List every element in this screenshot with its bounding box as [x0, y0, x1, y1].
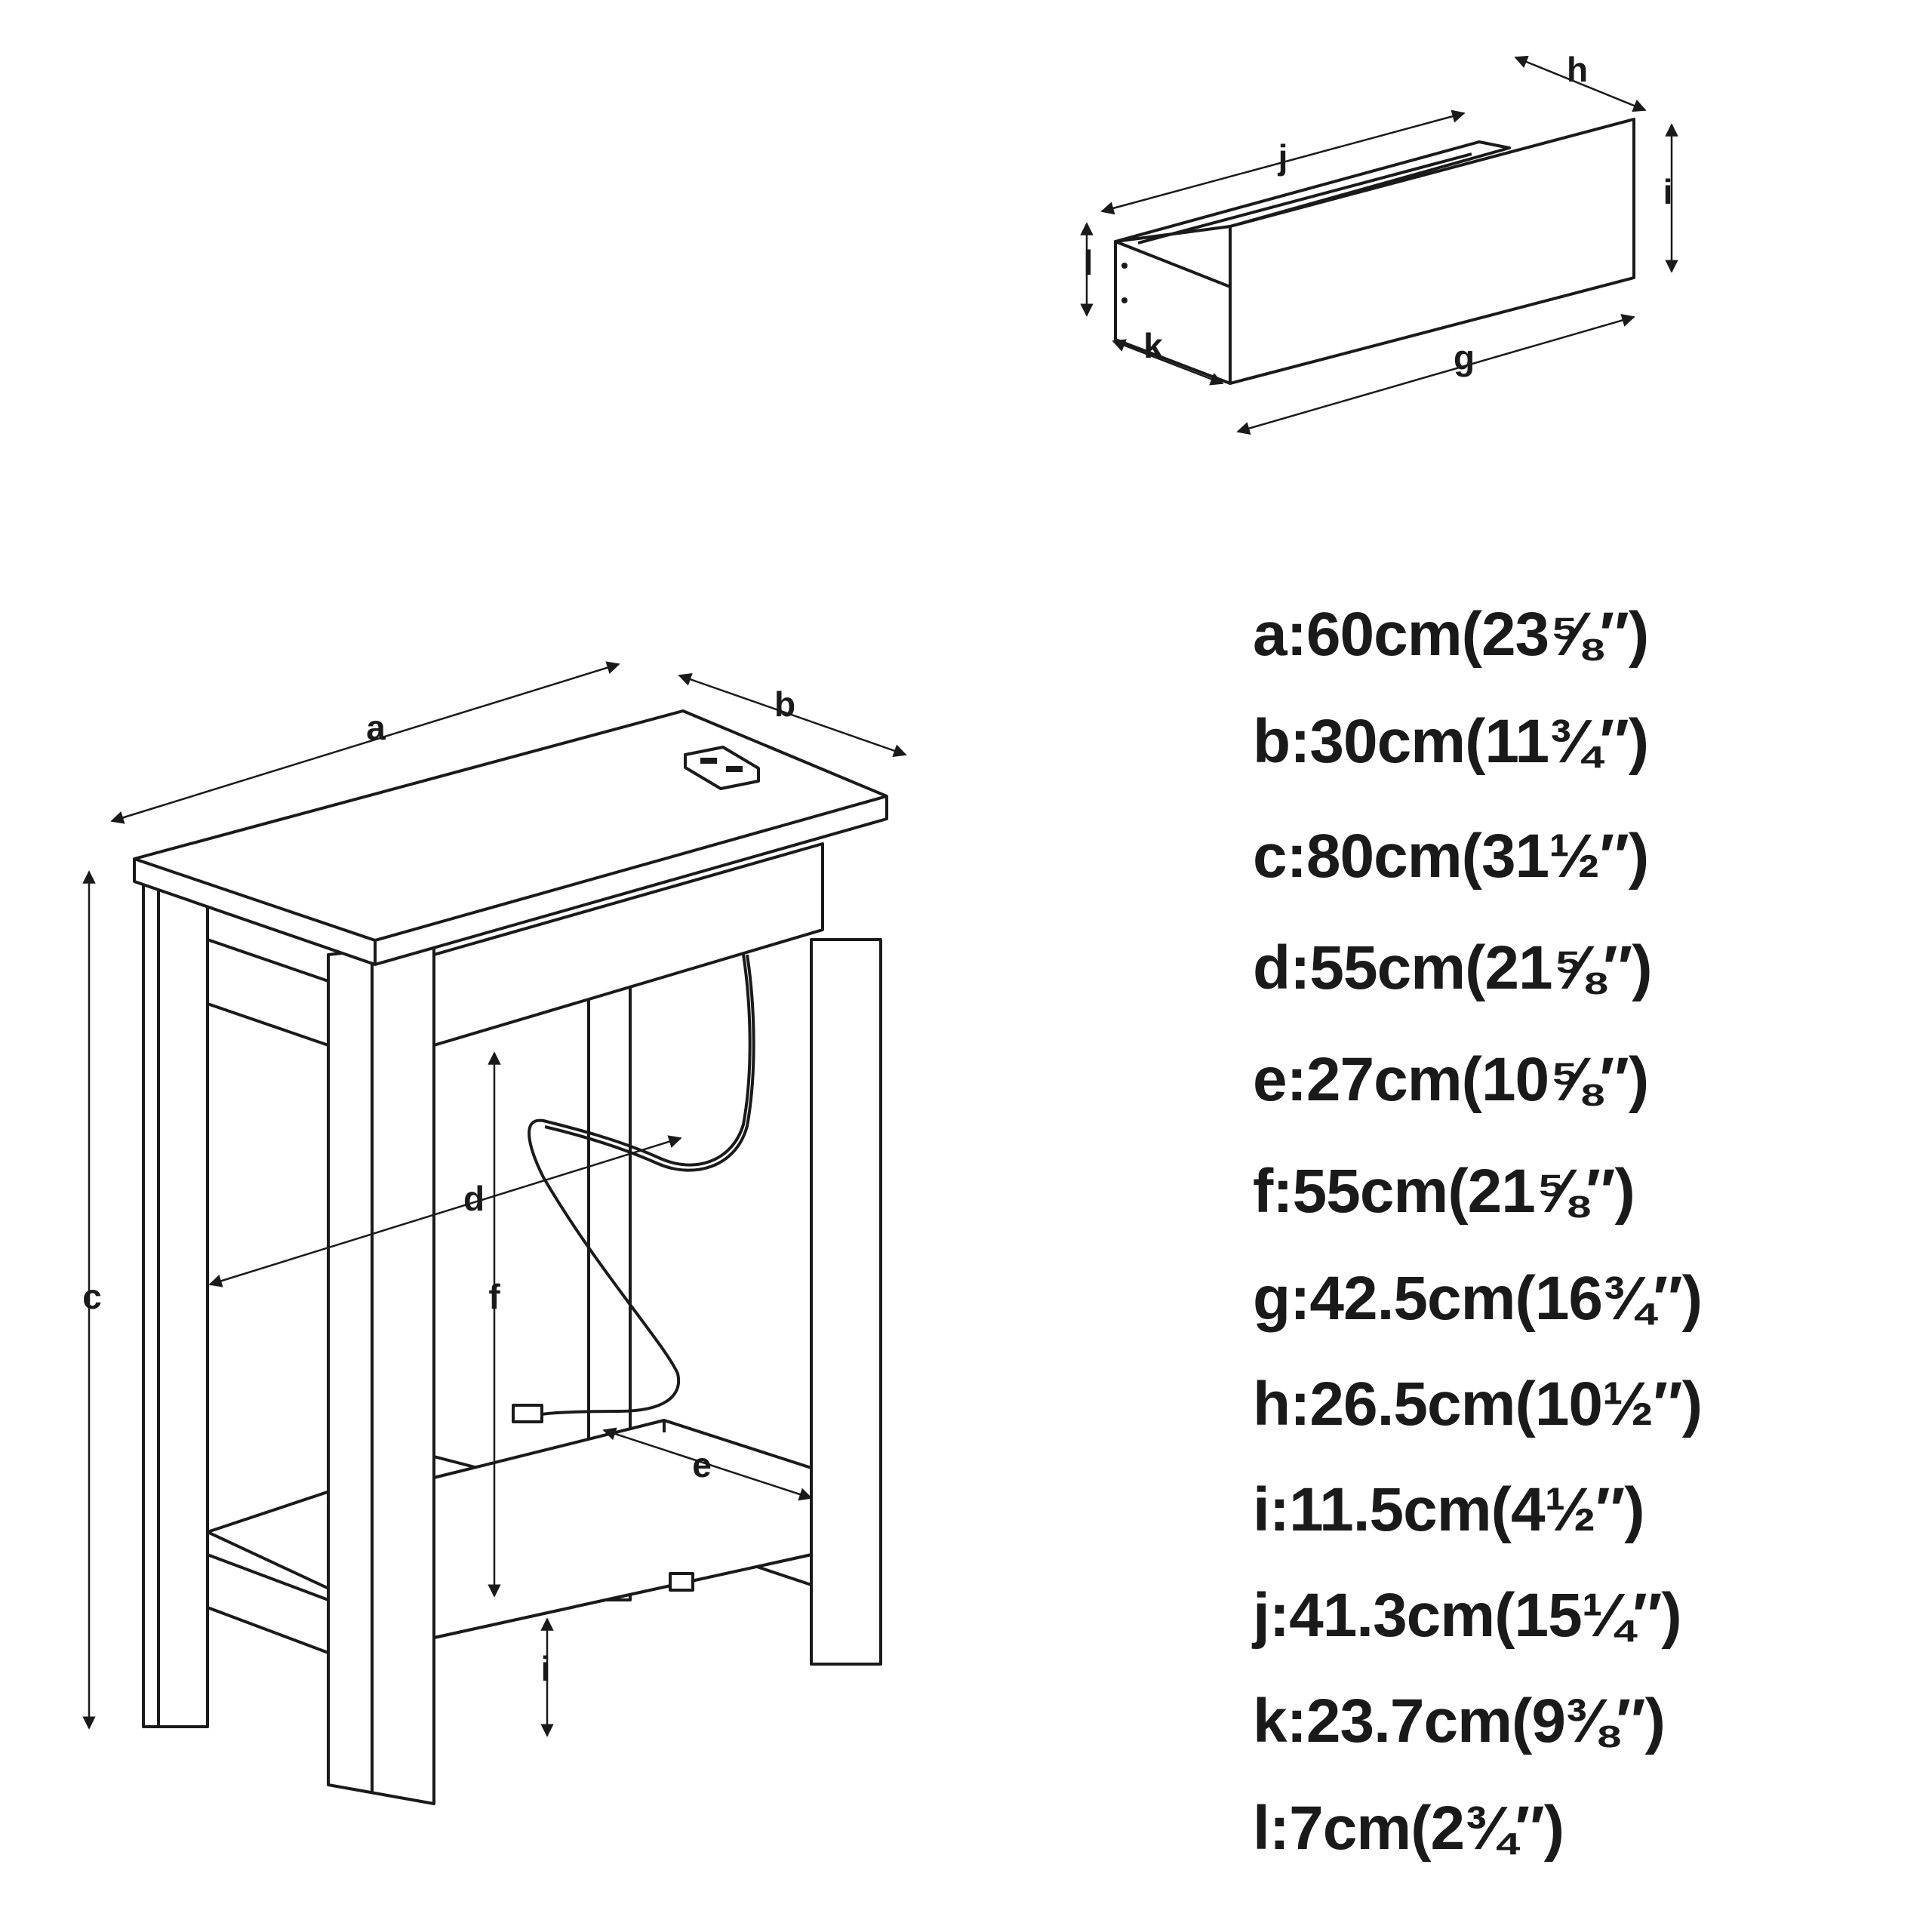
- drawer-screw-dot: [1121, 263, 1128, 269]
- dim-arrow-d: [208, 1135, 682, 1287]
- label-d: d: [463, 1179, 485, 1218]
- label-a: a: [366, 708, 386, 747]
- legend-item-l: l:7cm(2¾″): [1253, 1794, 1564, 1863]
- power-cord: [528, 954, 752, 1417]
- legend-item-d: d:55cm(21⅝″): [1253, 934, 1653, 1002]
- drawer-screw-dot: [1121, 297, 1128, 303]
- label-i-drawer: i: [1663, 172, 1673, 211]
- usb-port: [700, 758, 717, 764]
- label-k: k: [1143, 326, 1163, 365]
- legend-item-b: b:30cm(11¾″): [1253, 707, 1649, 776]
- bottom-shelf-surface: [432, 1419, 813, 1639]
- legend-item-c: c:80cm(31½″): [1253, 822, 1649, 891]
- usb-port: [726, 766, 743, 772]
- drawer-side-panel: [1114, 240, 1232, 385]
- dim-arrow-e: [602, 1427, 813, 1501]
- legend-item-f: f:55cm(21⅝″): [1253, 1157, 1635, 1226]
- dim-arrow-g: [1236, 313, 1635, 435]
- label-f: f: [488, 1277, 500, 1316]
- label-e: e: [692, 1445, 712, 1484]
- label-b: b: [774, 685, 795, 724]
- legend-item-a: a:60cm(23⅝″): [1253, 600, 1649, 669]
- legend-item-i: i:11.5cm(4½″): [1253, 1475, 1645, 1544]
- label-i-table: i: [541, 1649, 551, 1688]
- legend-item-j: j:41.3cm(15¼″): [1253, 1581, 1682, 1650]
- dim-arrow-a: [110, 661, 620, 824]
- dim-arrow-b: [678, 672, 907, 758]
- label-j: j: [1278, 137, 1288, 177]
- shelf-bracket: [669, 1572, 694, 1592]
- label-l: l: [1084, 243, 1094, 282]
- legend-item-k: k:23.7cm(9⅜″): [1253, 1687, 1666, 1755]
- right-front-leg: [327, 942, 435, 1805]
- dim-arrow-j: [1100, 109, 1466, 215]
- back-right-leg: [810, 938, 882, 1666]
- dim-arrow-k: [1112, 339, 1224, 386]
- drawer-illustration: [1114, 118, 1635, 385]
- legend-item-g: g:42.5cm(16¾″): [1253, 1264, 1703, 1333]
- label-h: h: [1567, 50, 1588, 89]
- table-illustration: [133, 709, 888, 1805]
- legend-item-e: e:27cm(10⅝″): [1253, 1045, 1649, 1114]
- usb-plug: [512, 1404, 543, 1423]
- left-side-apron: [206, 938, 330, 1047]
- dim-arrow-h: [1514, 55, 1647, 112]
- legend-item-h: h:26.5cm(10½″): [1253, 1370, 1703, 1438]
- label-c: c: [82, 1277, 102, 1316]
- label-g: g: [1454, 338, 1475, 377]
- left-front-leg: [142, 880, 209, 1728]
